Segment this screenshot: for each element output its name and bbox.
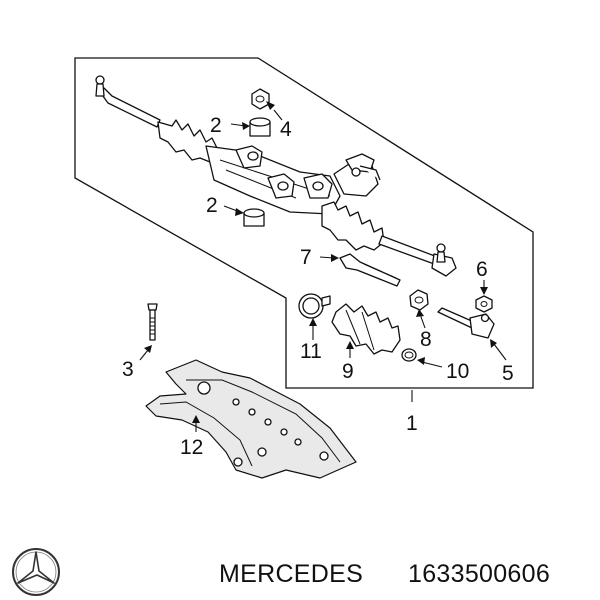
footer-brand: MERCEDES bbox=[219, 560, 363, 588]
part-7-inner-tie-rod bbox=[339, 253, 401, 287]
part-10-small-clamp bbox=[401, 348, 417, 362]
leader-lines bbox=[139, 101, 507, 432]
callout-2-upper: 2 bbox=[210, 114, 222, 137]
callout-3: 3 bbox=[122, 358, 134, 381]
callout-11: 11 bbox=[300, 340, 322, 363]
part-9-boot bbox=[331, 303, 401, 355]
part-11-clamp bbox=[298, 293, 331, 319]
mercedes-star-icon bbox=[12, 548, 60, 596]
part-2-bushing-lower bbox=[243, 208, 265, 227]
callout-1: 1 bbox=[406, 412, 418, 435]
footer-part-number: 1633500606 bbox=[408, 560, 550, 588]
part-6-nut bbox=[475, 295, 493, 313]
part-2-bushing-upper bbox=[249, 117, 271, 137]
callout-10: 10 bbox=[446, 360, 469, 383]
callout-12: 12 bbox=[180, 436, 203, 459]
callout-5: 5 bbox=[502, 362, 514, 385]
callout-8: 8 bbox=[420, 328, 432, 351]
callout-2-lower: 2 bbox=[206, 194, 218, 217]
part-8-jam-nut bbox=[409, 289, 429, 311]
callout-6: 6 bbox=[476, 258, 488, 281]
assembly-boundary bbox=[74, 57, 534, 389]
part-4-nut bbox=[251, 88, 270, 110]
callout-9: 9 bbox=[342, 360, 354, 383]
part-12-crossmember bbox=[145, 359, 357, 479]
part-5-tie-rod-end bbox=[437, 307, 495, 339]
callout-7: 7 bbox=[300, 246, 312, 269]
steering-rack bbox=[95, 75, 457, 277]
callout-4: 4 bbox=[280, 118, 292, 141]
part-3-bolt bbox=[147, 303, 158, 341]
